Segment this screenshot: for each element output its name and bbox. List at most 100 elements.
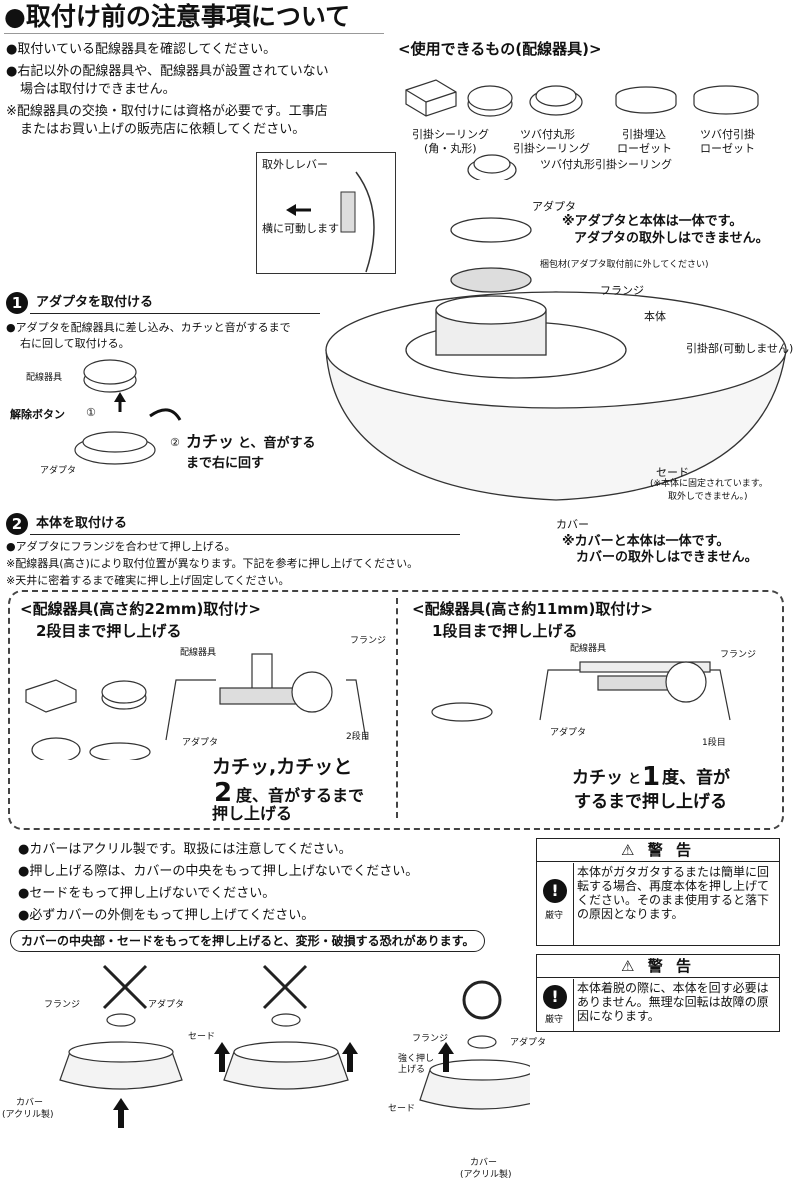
warning-1-text: 本体がガタガタするまたは簡単に回転する場合、再度本体を押し上げてください。そのま… [577, 865, 770, 921]
case11-big-c: 度、音が [662, 768, 730, 788]
lever-label: 取外しレバー [262, 158, 328, 171]
adapter-note-1: ※アダプタと本体は一体です。 [562, 214, 743, 229]
case22-heading: <配線器具(高さ約22mm)取付け> [20, 600, 261, 618]
title-underline [4, 33, 384, 34]
step2-line-1: ●アダプタにフランジを合わせて押し上げる。 [6, 540, 236, 553]
step1-number: 1 [6, 292, 28, 314]
bottom-adapter-3: アダプタ [510, 1038, 547, 1048]
warning-box-2: ⚠ 警 告 ! 厳守 本体着脱の際に、本体を回す必要はありません。無理な回転は故… [536, 954, 780, 1032]
case22-big-3: 押し上げる [212, 804, 293, 823]
warning-2-label: 厳守 [545, 1015, 564, 1025]
step1-illustration [74, 359, 182, 465]
cover-note-2: カバーの取外しはできません。 [576, 550, 758, 565]
intro-line-3: 場合は取付けできません。 [20, 82, 176, 97]
bottom-acryl-1: (アクリル製) [2, 1110, 54, 1120]
step1-wiring-label: 配線器具 [26, 373, 63, 383]
case11-big-b: と [628, 772, 642, 787]
cover-note-1: ※カバーと本体は一体です。 [562, 534, 730, 549]
case22-wiring: 配線器具 [180, 648, 217, 658]
bottom-flange-3: フランジ [412, 1034, 449, 1044]
warning-1-label: 厳守 [545, 911, 564, 921]
case11-flange: フランジ [720, 650, 757, 660]
hook-label: 引掛部(可動しません) [686, 342, 794, 355]
case22-big-1: カチッ,カチッと [212, 756, 353, 778]
body-label: 本体 [644, 310, 666, 323]
bottom-push-2: 上げる [398, 1065, 426, 1075]
cross-mark-icon [102, 964, 148, 1010]
fixture-2-label-2: 引掛シーリング [513, 142, 590, 155]
bottom-cover-3: カバー [470, 1158, 498, 1168]
lever-inset-frame [256, 152, 396, 274]
fixture-1-label-2: (角・丸形) [424, 142, 477, 155]
bottom-push-1: 強く押し [398, 1054, 435, 1064]
shade-note-2: 取外しできません。) [668, 492, 748, 502]
adapter-note-2: アダプタの取外しはできません。 [574, 231, 769, 246]
bottom-adapter-1: アダプタ [148, 1000, 185, 1010]
warning-1-header: ⚠ 警 告 [537, 839, 779, 862]
release-button-label: 解除ボタン [10, 408, 65, 421]
warning-2-text: 本体着脱の際に、本体を回す必要はありません。無理な回転は故障の原因になります。 [577, 981, 769, 1023]
case11-illustration [431, 661, 731, 722]
case11-big-a: カチッ [572, 768, 623, 788]
case22-big-2-num: 2 [214, 778, 233, 808]
case11-sub: 1段目まで押し上げる [432, 622, 578, 640]
usable-fixtures-illustration [405, 79, 759, 180]
case22-illustration [25, 653, 367, 760]
note-2: ●押し上げる際は、カバーの中央をもって押し上げないでください。 [18, 864, 419, 879]
fixture-4-label: ツバ付引掛 [700, 128, 755, 141]
intro-line-4: ※配線器具の交換・取付けには資格が必要です。工事店 [6, 104, 328, 119]
shade-note-1: (※本体に固定されています。 [650, 479, 768, 489]
note-3: ●セードをもって押し上げないでください。 [18, 886, 276, 901]
fixture-4-label-2: ローゼット [700, 142, 755, 155]
mark-1: ① [86, 406, 96, 419]
case22-stage: 2段目 [346, 732, 370, 742]
step2-rule [30, 534, 460, 535]
fixture-1-label: 引掛シーリング [412, 128, 489, 141]
intro-line-2: ●右記以外の配線器具や、配線器具が設置されていない [6, 64, 329, 79]
case11-adapter: アダプタ [550, 728, 587, 738]
intro-line-1: ●取付いている配線器具を確認してください。 [6, 42, 277, 57]
case22-adapter: アダプタ [182, 738, 219, 748]
click-line-2: まで右に回す [186, 456, 265, 471]
fixture-5-label: ツバ付丸形引掛シーリング [540, 158, 672, 171]
step1-rule [30, 313, 320, 314]
step2-line-3: ※天井に密着するまで確実に押し上げ固定してください。 [6, 574, 290, 587]
note-1: ●カバーはアクリル製です。取扱には注意してください。 [18, 842, 352, 857]
note-4: ●必ずカバーの外側をもって押し上げてください。 [18, 908, 315, 923]
exclamation-icon: ! [543, 879, 567, 903]
packing-label: 梱包材(アダプタ取付前に外してください) [540, 260, 709, 270]
cross-mark-icon [262, 964, 308, 1010]
product-main-illustration [325, 217, 787, 501]
fixture-2-label: ツバ付丸形 [520, 128, 575, 141]
step1-adapter-label: アダプタ [40, 466, 77, 476]
step2-line-2: ※配線器具(高さ)により取付位置が異なります。下記を参考に押し上げてください。 [6, 557, 419, 570]
circle-ok-icon [462, 980, 502, 1020]
mark-2: ② [170, 436, 180, 449]
case22-big-2-rest: 度、音がするまで [236, 786, 365, 805]
fixture-3-label: 引掛埋込 [622, 128, 666, 141]
install-cases-box [8, 590, 784, 830]
case11-stage: 1段目 [702, 738, 726, 748]
warning-1-icon-column: ! 厳守 [537, 863, 574, 945]
step1-title: アダプタを取付ける [36, 295, 154, 310]
bottom-shade-2: セード [188, 1032, 216, 1042]
case11-big-num: 1 [642, 762, 661, 792]
install-cases-divider [396, 598, 398, 818]
case11-big-2: するまで押し上げる [574, 792, 727, 812]
bottom-shade-3: セード [388, 1104, 416, 1114]
usable-heading: <使用できるもの(配線器具)> [398, 40, 602, 58]
step2-number: 2 [6, 513, 28, 535]
case11-heading: <配線器具(高さ約11mm)取付け> [412, 600, 653, 618]
adapter-label: アダプタ [532, 200, 576, 213]
exclamation-icon: ! [543, 985, 567, 1009]
flange-label: フランジ [600, 284, 644, 297]
case11-wiring: 配線器具 [570, 644, 607, 654]
lever-inset-illustration [286, 171, 375, 273]
click-big: カチッ [186, 432, 235, 451]
fixture-3-label-2: ローゼット [617, 142, 672, 155]
case22-flange: フランジ [350, 636, 387, 646]
warning-2-header: ⚠ 警 告 [537, 955, 779, 978]
step1-line-2: 右に回して取付ける。 [20, 337, 130, 350]
bottom-cover-1: カバー [16, 1098, 44, 1108]
warning-2-icon-column: ! 厳守 [537, 979, 574, 1031]
